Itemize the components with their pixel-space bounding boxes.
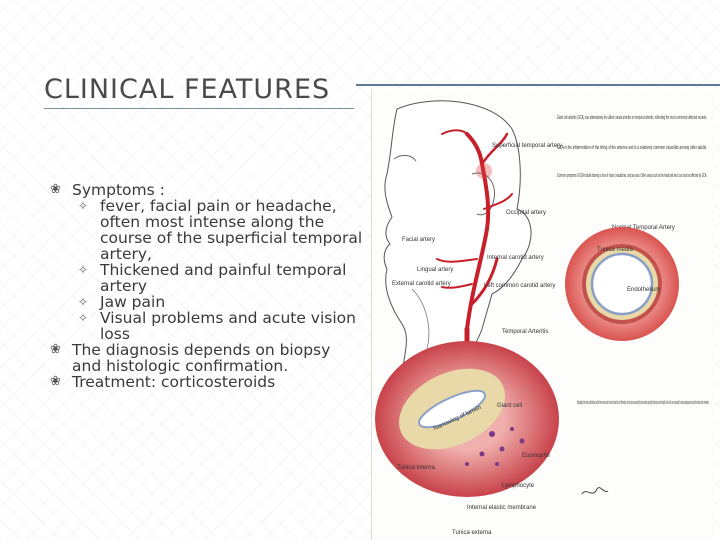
label-temporal-arteritis: Temporal Arteritis bbox=[502, 329, 548, 335]
illustration-svg: Superficial temporal artery Occipital ar… bbox=[375, 100, 709, 536]
label-lymphocyte: Lymphocyte bbox=[502, 483, 535, 489]
normal-artery-lumen bbox=[590, 252, 654, 316]
label-left-common-carotid-artery: Left common carotid artery bbox=[484, 283, 555, 289]
sub-bullet-thickened-artery: ✧ Thickened and painful temporal artery bbox=[44, 262, 364, 294]
sub-bullet-fever: ✧ fever, facial pain or headache, often … bbox=[44, 198, 364, 262]
bullet-marker-icon: ❀ bbox=[50, 342, 61, 357]
label-occipital-artery: Occipital artery bbox=[506, 210, 546, 216]
bullet-treatment: ❀ Treatment: corticosteroids bbox=[44, 374, 364, 390]
medical-illustration: Superficial temporal artery Occipital ar… bbox=[371, 89, 715, 540]
slide-title: CLINICAL FEATURES bbox=[44, 74, 331, 105]
artist-signature-icon bbox=[581, 487, 609, 495]
bullet-diagnosis: ❀ The diagnosis depends on biopsy and hi… bbox=[44, 342, 364, 374]
caption-top-2: GCA is the inflammation of the lining of… bbox=[557, 145, 707, 151]
title-underline bbox=[44, 108, 354, 109]
sub-bullet-text: Jaw pain bbox=[100, 293, 166, 311]
sub-bullet-marker-icon: ✧ bbox=[78, 263, 89, 277]
bullet-marker-icon: ❀ bbox=[50, 374, 61, 389]
sub-bullet-visual-problems: ✧ Visual problems and acute vision loss bbox=[44, 310, 364, 342]
label-internal-carotid-artery: Internal carotid artery bbox=[487, 255, 544, 261]
label-tunica-interna: Tunica interna bbox=[397, 465, 435, 471]
bullet-symptoms: ❀ Symptoms : bbox=[44, 182, 364, 198]
bullet-diagnosis-text: The diagnosis depends on biopsy and hist… bbox=[72, 341, 331, 375]
bullet-treatment-text: Treatment: corticosteroids bbox=[72, 373, 276, 391]
bullet-symptoms-text: Symptoms : bbox=[72, 181, 165, 199]
inflammation-glow bbox=[476, 163, 492, 179]
label-lingual-artery: Lingual artery bbox=[417, 267, 453, 273]
eye-outline bbox=[393, 154, 417, 162]
inflammatory-cells bbox=[465, 427, 525, 466]
sub-bullet-jaw-pain: ✧ Jaw pain bbox=[44, 294, 364, 310]
sub-bullet-text: Visual problems and acute vision loss bbox=[100, 309, 356, 343]
label-external-carotid-artery: External carotid artery bbox=[392, 281, 451, 287]
sub-bullet-marker-icon: ✧ bbox=[78, 311, 89, 325]
caption-top-3: Common symptoms of GCA include blurring … bbox=[557, 173, 707, 179]
label-endothelium: Endothelium bbox=[627, 287, 660, 293]
caption-bottom: Histologically, the tunica media thicken… bbox=[577, 400, 709, 406]
label-facial-artery: Facial artery bbox=[402, 237, 435, 243]
caption-top-1: Giant cell arteritis (GCA) can alternati… bbox=[557, 115, 707, 121]
label-tunica-externa: Tunica externa bbox=[452, 530, 492, 536]
label-superficial-temporal-artery: Superficial temporal artery bbox=[492, 143, 562, 149]
bullet-list: ❀ Symptoms : ✧ fever, facial pain or hea… bbox=[44, 182, 364, 390]
sub-bullet-marker-icon: ✧ bbox=[78, 199, 89, 213]
sub-bullet-text: Thickened and painful temporal artery bbox=[100, 261, 347, 295]
sub-bullet-text: fever, facial pain or headache, often mo… bbox=[100, 197, 363, 263]
bullet-marker-icon: ❀ bbox=[50, 182, 61, 197]
label-normal-temporal-artery: Normal Temporal Artery bbox=[612, 225, 675, 231]
sub-bullet-marker-icon: ✧ bbox=[78, 295, 89, 309]
title-rule-right bbox=[356, 84, 720, 86]
label-internal-elastic-membrane: Internal elastic membrane bbox=[467, 505, 537, 511]
label-giant-cell: Giant cell bbox=[497, 403, 522, 409]
label-tunica-media: Tunica media bbox=[597, 247, 633, 253]
neck-outline bbox=[411, 288, 430, 350]
arteritis-narrowed-lumen bbox=[418, 389, 486, 429]
label-eosinophil: Eosinophil bbox=[522, 453, 550, 459]
